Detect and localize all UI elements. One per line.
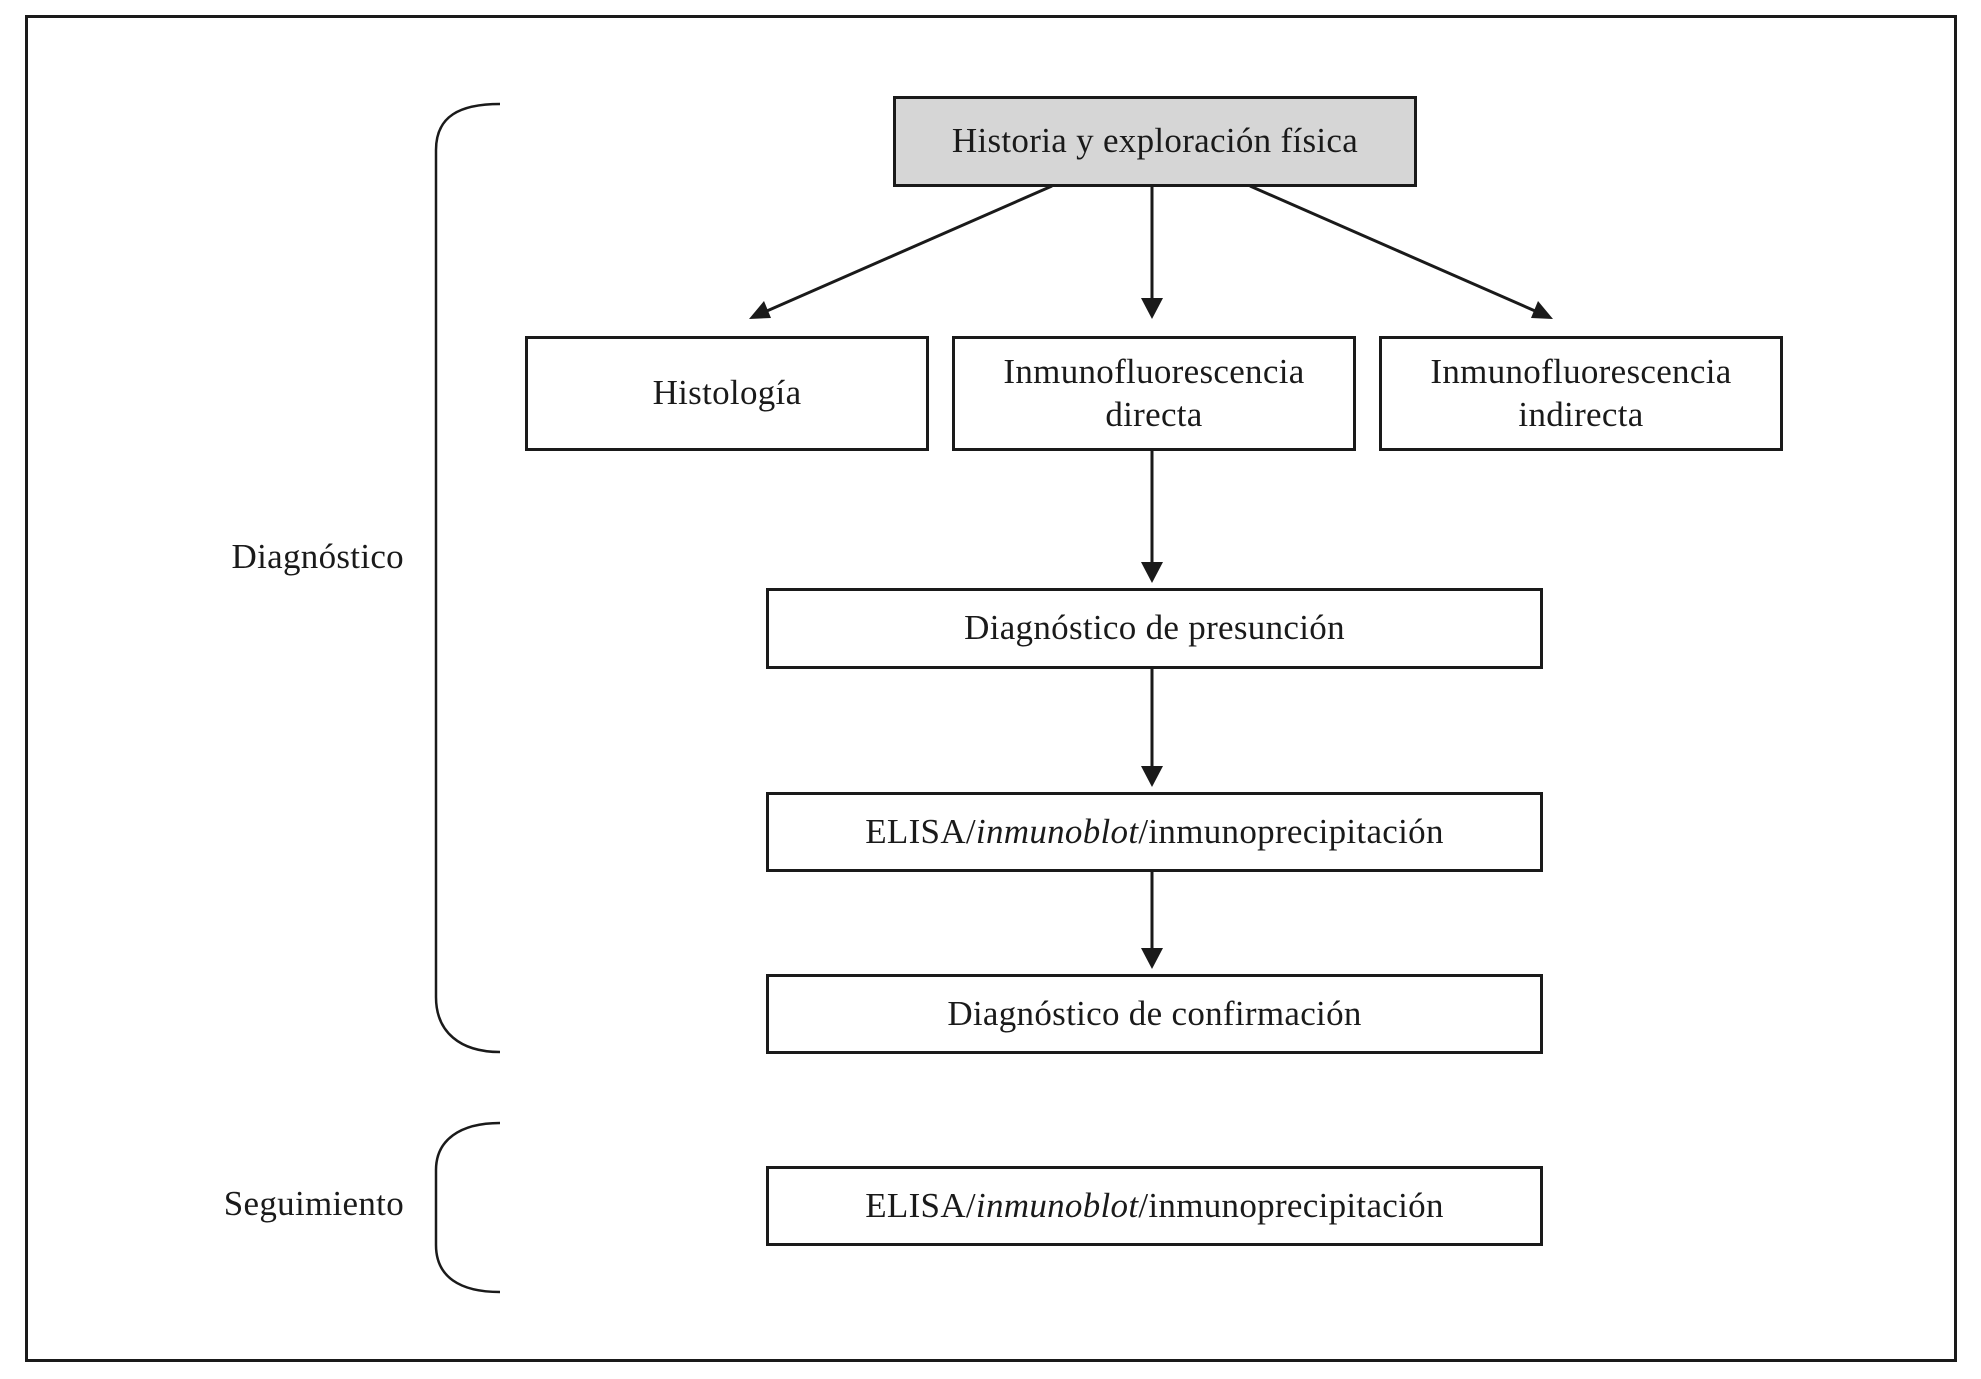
followup-phase-label: Seguimiento	[223, 1184, 404, 1223]
followup-bracket	[434, 1121, 501, 1294]
node-direct-if-line2: directa	[1105, 394, 1203, 434]
diagnosis-bracket	[434, 102, 501, 1054]
node-direct-if-line1: Inmunofluorescencia	[1003, 351, 1305, 391]
arrowhead-direct-if	[1141, 298, 1163, 319]
node-history-physical-exam: Historia y exploración física	[893, 96, 1417, 187]
figure-frame	[25, 15, 1957, 1362]
node-histology-label: Histología	[652, 373, 802, 413]
node-presumptive-label: Diagnóstico de presunción	[964, 608, 1345, 648]
node-serology-followup: ELISA/inmunoblot/inmunoprecipitación	[766, 1166, 1543, 1246]
arrowhead-presumptive	[1141, 562, 1163, 583]
node-indirect-if-line1: Inmunofluorescencia	[1430, 351, 1732, 391]
arrowhead-histology	[749, 301, 771, 319]
node-direct-immunofluorescence: Inmunofluorescencia directa	[952, 336, 1356, 451]
node-history-label: Historia y exploración física	[951, 121, 1359, 161]
node-confirmation-diagnosis: Diagnóstico de confirmación	[766, 974, 1543, 1054]
arrowhead-indirect-if	[1531, 301, 1553, 319]
diagnosis-phase-label: Diagnóstico	[231, 537, 404, 576]
edge-history-to-histology	[759, 184, 1053, 316]
node-serology-diagnosis: ELISA/inmunoblot/inmunoprecipitación	[766, 792, 1543, 872]
node-serology-label: ELISA/inmunoblot/inmunoprecipitación	[865, 811, 1444, 851]
node-indirect-if-line2: indirecta	[1518, 394, 1644, 434]
node-serology-followup-label: ELISA/inmunoblot/inmunoprecipitación	[865, 1185, 1444, 1225]
node-histology: Histología	[525, 336, 929, 451]
arrowhead-serology	[1141, 766, 1163, 787]
arrowhead-confirmation	[1141, 948, 1163, 969]
node-presumptive-diagnosis: Diagnóstico de presunción	[766, 588, 1543, 669]
node-indirect-immunofluorescence: Inmunofluorescencia indirecta	[1379, 336, 1783, 451]
edge-history-to-indirect-if	[1249, 184, 1543, 316]
node-confirmation-label: Diagnóstico de confirmación	[947, 993, 1362, 1033]
